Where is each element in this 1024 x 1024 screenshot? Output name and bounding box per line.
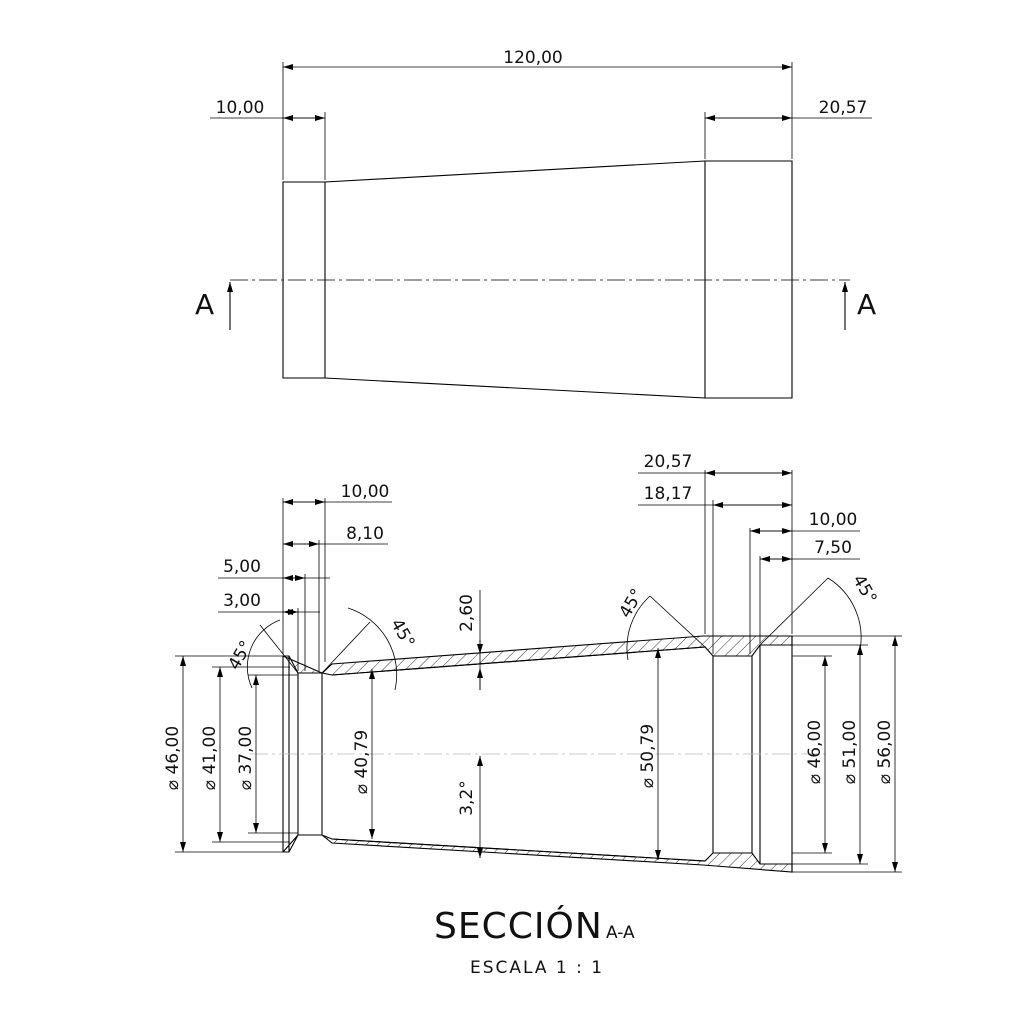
dia-right-3: ⌀ 56,00 (875, 720, 895, 784)
angle-leader (259, 624, 299, 674)
angle-arc (626, 595, 651, 661)
wall-label: 2,60 (457, 594, 477, 632)
dia-left-3: ⌀ 37,00 (236, 726, 256, 790)
section-title-suffix: A-A (606, 923, 635, 943)
section-wall-bottom (281, 834, 793, 873)
angle-arc (347, 607, 398, 691)
scale-label: ESCALA 1 : 1 (470, 958, 604, 978)
inner-taper-bottom (331, 838, 706, 862)
inner-taper-top (331, 646, 706, 676)
angle-leader (759, 577, 829, 646)
dim-label-left-3: 5,00 (223, 557, 261, 577)
section-mark-left: A (195, 288, 214, 321)
dim-label-left-4: 3,00 (223, 591, 261, 611)
dia-left-1: ⌀ 46,00 (163, 726, 183, 790)
top-view: 120,00 10,00 20,57 A A (195, 48, 876, 399)
dim-label-left-2: 8,10 (346, 524, 384, 544)
dia-mid-left: ⌀ 40,79 (352, 730, 372, 794)
angle-arc (246, 619, 281, 689)
dim-left-label: 10,00 (216, 98, 265, 118)
dim-label-left-1: 10,00 (341, 482, 390, 502)
dia-right-2: ⌀ 51,00 (840, 720, 860, 784)
angle-leader (321, 621, 371, 674)
caption: SECCIÓN A-A ESCALA 1 : 1 (434, 905, 635, 978)
section-wall-top (282, 635, 793, 676)
angle-label-1: 45° (224, 637, 256, 673)
dim-label-right-2: 18,17 (644, 484, 693, 504)
dia-mid-right: ⌀ 50,79 (638, 724, 658, 788)
angle-label-4: 45° (848, 571, 880, 607)
dia-right-1: ⌀ 46,00 (805, 720, 825, 784)
top-view-outline (282, 160, 793, 399)
taper-label: 3,2° (457, 780, 477, 816)
angle-leader (649, 595, 706, 648)
section-view: 10,00 8,10 5,00 3,00 20,57 18,17 10,00 (163, 452, 902, 873)
section-mark-right: A (857, 288, 876, 321)
angle-arc (827, 577, 862, 651)
dim-label-right-4: 7,50 (814, 538, 852, 558)
dim-total-label: 120,00 (503, 48, 562, 68)
angle-label-3: 45° (615, 585, 647, 621)
dim-label-right-3: 10,00 (809, 510, 858, 530)
section-title: SECCIÓN (434, 905, 603, 947)
dim-right-label: 20,57 (819, 98, 868, 118)
dim-label-right-1: 20,57 (644, 452, 693, 472)
dia-left-2: ⌀ 41,00 (200, 726, 220, 790)
